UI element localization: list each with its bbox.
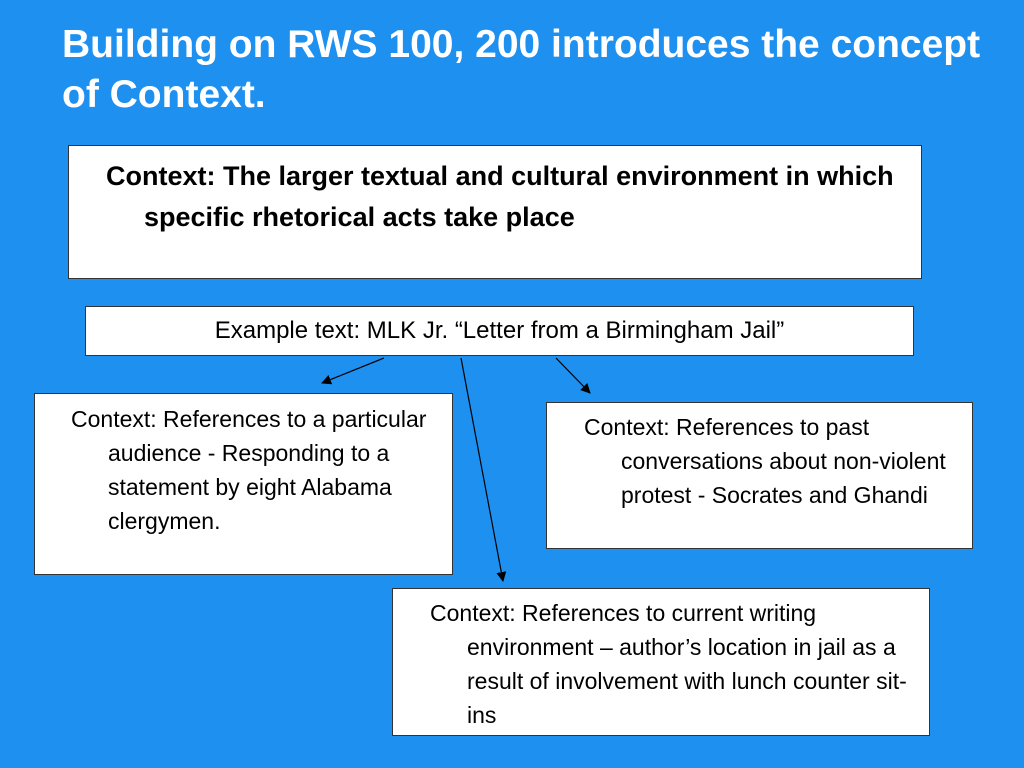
definition-box: Context: The larger textual and cultural… [68, 145, 922, 279]
context-writing-environment-text: Context: References to current writing e… [430, 600, 907, 728]
context-box-writing-environment: Context: References to current writing e… [392, 588, 930, 736]
context-box-past-conversations: Context: References to past conversation… [546, 402, 973, 549]
arrow-to-audience-box [321, 357, 385, 385]
context-past-conversations-text: Context: References to past conversation… [584, 414, 946, 508]
arrow-to-writing-environment-box [460, 357, 507, 582]
definition-text: Context: The larger textual and cultural… [106, 161, 894, 232]
example-text: Example text: MLK Jr. “Letter from a Bir… [214, 317, 785, 344]
context-box-audience: Context: References to a particular audi… [34, 393, 453, 575]
slide-title: Building on RWS 100, 200 introduces the … [62, 23, 981, 116]
context-audience-text: Context: References to a particular audi… [71, 406, 427, 534]
arrow-to-past-conversations-box [555, 357, 591, 394]
example-text-box: Example text: MLK Jr. “Letter from a Bir… [85, 306, 914, 356]
